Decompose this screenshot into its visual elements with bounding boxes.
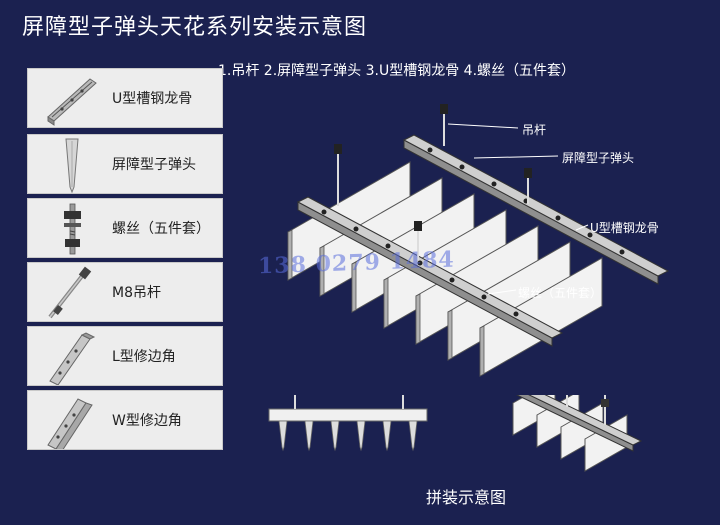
screw-set-icon: [64, 203, 81, 255]
part-card-w-trim: W型修边角: [27, 390, 223, 450]
callout-rod: 吊杆: [522, 123, 547, 137]
part-label: U型槽钢龙骨: [112, 91, 193, 107]
ceiling-assembly-drawing: [287, 104, 670, 377]
part-label: 屏障型子弹头: [112, 157, 196, 173]
part-label: L型修边角: [112, 349, 176, 365]
callout-leaders: [447, 123, 589, 295]
u-channel-keels: [296, 134, 670, 347]
part-card-u-channel: U型槽钢龙骨: [27, 68, 223, 128]
page-title: 屏障型子弹头天花系列安装示意图: [22, 15, 368, 40]
assembly-caption: 拼装示意图: [426, 488, 507, 507]
part-label: 螺丝（五件套）: [112, 221, 210, 237]
side-view-bullet-heads: [268, 395, 428, 452]
screw-points: [321, 147, 625, 317]
hanging-rod-icon: [48, 266, 92, 319]
callout-screw: 螺丝（五件套）: [518, 286, 603, 300]
hanging-rods: [334, 104, 532, 260]
assembly-sub-diagrams: [268, 395, 643, 472]
part-card-hanging-rod: M8吊杆: [27, 262, 223, 322]
parts-legend: 1.吊杆 2.屏障型子弹头 3.U型槽钢龙骨 4.螺丝（五件套）: [218, 63, 576, 79]
callout-bullet-head: 屏障型子弹头: [562, 151, 635, 165]
part-card-screw-set: 螺丝（五件套）: [27, 198, 223, 258]
part-label: M8吊杆: [112, 285, 161, 301]
callout-keel: U型槽钢龙骨: [590, 221, 659, 235]
part-card-l-trim: L型修边角: [27, 326, 223, 386]
part-label: W型修边角: [112, 413, 182, 429]
isometric-splice-view: [512, 395, 643, 472]
u-channel-keel-icon: [47, 78, 97, 126]
part-card-bullet-head: 屏障型子弹头: [27, 134, 223, 194]
w-trim-icon: [47, 398, 93, 449]
l-trim-icon: [49, 332, 96, 385]
bullet-head-icon: [65, 138, 79, 193]
